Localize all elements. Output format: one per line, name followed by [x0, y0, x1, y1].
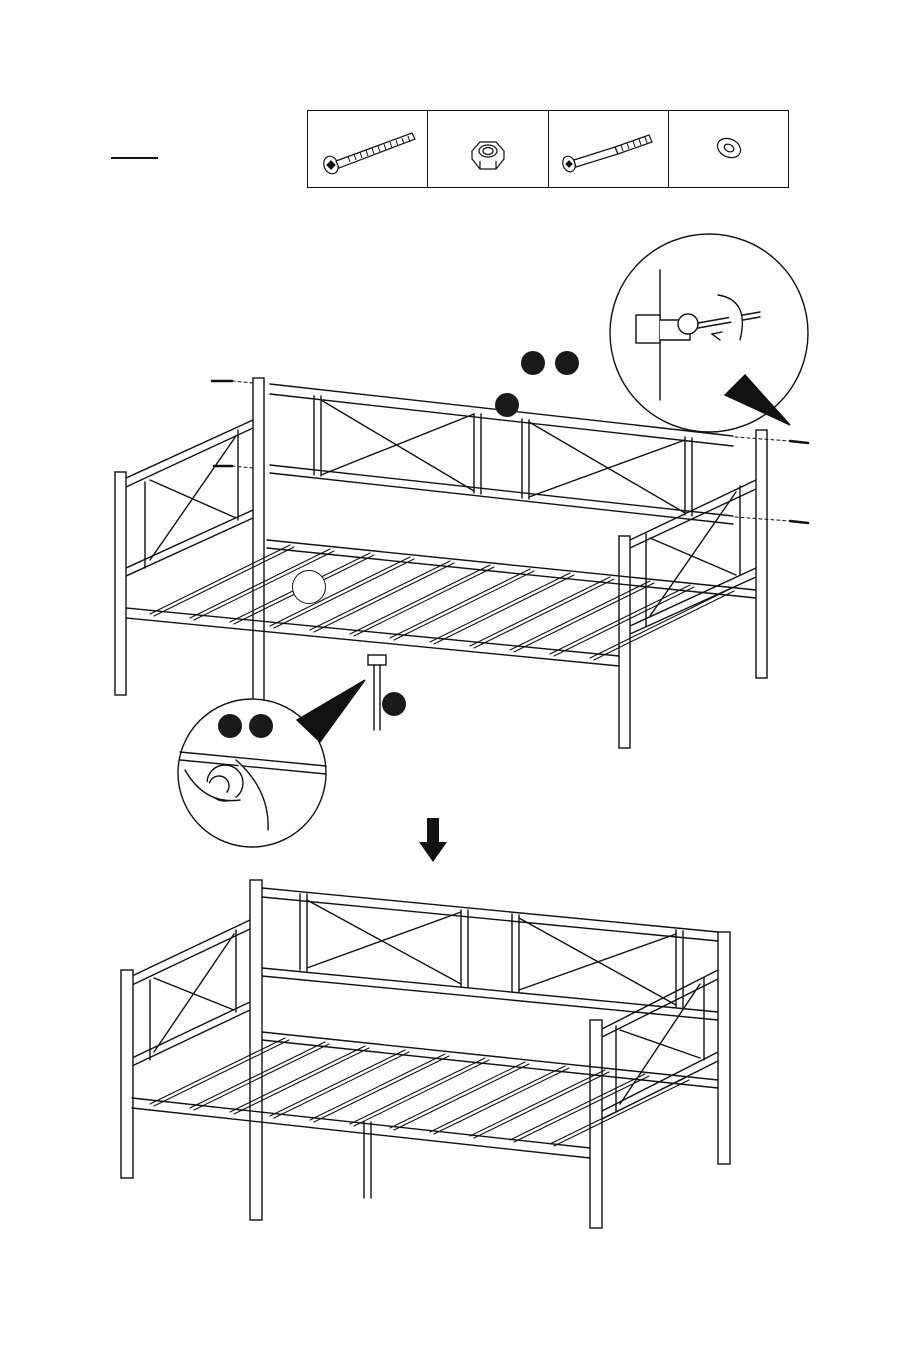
assembled-drawing — [0, 0, 914, 1362]
instruction-page — [0, 0, 914, 1362]
